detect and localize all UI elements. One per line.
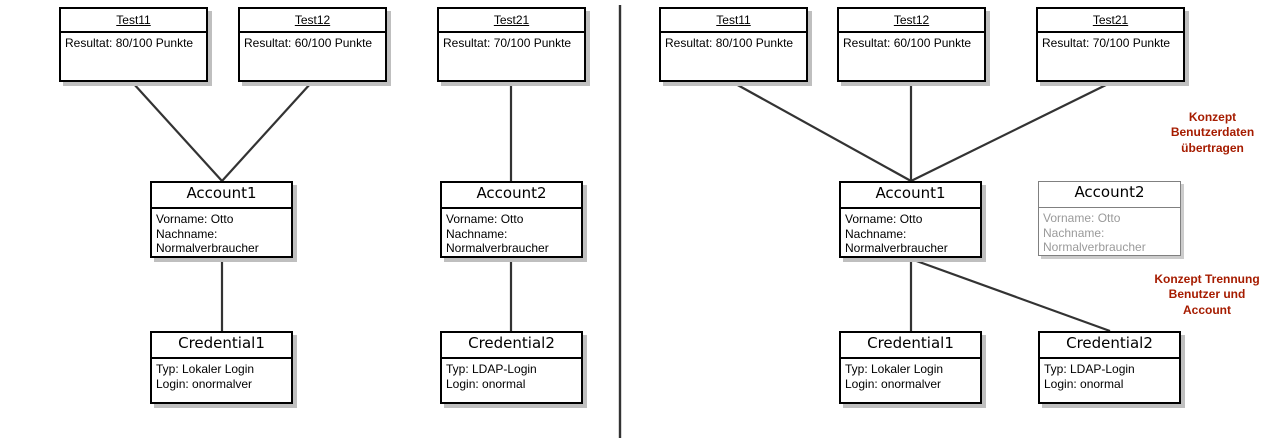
box-account1-right-title-text: Account1 bbox=[875, 184, 946, 202]
box-credential2-left-title: Credential2 bbox=[442, 333, 581, 359]
box-credential1-right-title-text: Credential1 bbox=[867, 334, 954, 352]
link-account1-credential2-right bbox=[910, 257, 1111, 333]
box-account1-left-title: Account1 bbox=[152, 183, 291, 209]
link-test21-account1-right bbox=[910, 82, 1111, 182]
box-test12-left-body: Resultat: 60/100 Punkte bbox=[244, 36, 373, 50]
box-test21-right-title: Test21 bbox=[1038, 9, 1183, 33]
box-account2-left-title-text: Account2 bbox=[476, 184, 547, 202]
box-account2-right-title-text: Account2 bbox=[1074, 183, 1145, 201]
box-credential1-left-title: Credential1 bbox=[152, 333, 291, 359]
annotation-konzept-trennung: Konzept Trennung Benutzer und Account bbox=[1154, 272, 1260, 317]
link-test12-account1-left bbox=[221, 82, 312, 182]
box-credential1-right-body: Typ: Lokaler Login Login: onormalver bbox=[845, 362, 944, 391]
box-account2-left-body: Vorname: Otto Nachname: Normalverbrauche… bbox=[446, 212, 549, 256]
box-account1-left-title-text: Account1 bbox=[186, 184, 257, 202]
box-credential2-right-body: Typ: LDAP-Login Login: onormal bbox=[1044, 362, 1135, 391]
box-test12-left-title: Test12 bbox=[240, 9, 385, 33]
box-test11-right-title-text: Test11 bbox=[716, 13, 751, 27]
box-credential2-left-body: Typ: LDAP-Login Login: onormal bbox=[446, 362, 537, 391]
box-account1-right-body: Vorname: Otto Nachname: Normalverbrauche… bbox=[845, 212, 948, 256]
box-test11-right-body: Resultat: 80/100 Punkte bbox=[665, 36, 794, 50]
box-account2-right-body: Vorname: Otto Nachname: Normalverbrauche… bbox=[1043, 211, 1146, 255]
box-credential2-right-title-text: Credential2 bbox=[1066, 334, 1153, 352]
box-test11-right-title: Test11 bbox=[661, 9, 806, 33]
box-account2-right-title: Account2 bbox=[1039, 182, 1180, 208]
box-account1-left-body: Vorname: Otto Nachname: Normalverbrauche… bbox=[156, 212, 259, 256]
box-credential2-left-title-text: Credential2 bbox=[468, 334, 555, 352]
box-credential2-right-title: Credential2 bbox=[1040, 333, 1179, 359]
box-test21-left-title-text: Test21 bbox=[493, 13, 530, 27]
box-credential1-right-title: Credential1 bbox=[841, 333, 980, 359]
box-test11-left-title-text: Test11 bbox=[116, 13, 151, 27]
link-test11-account1-right bbox=[733, 82, 912, 182]
box-account2-left-title: Account2 bbox=[442, 183, 581, 209]
box-credential1-left-body: Typ: Lokaler Login Login: onormalver bbox=[156, 362, 255, 391]
box-test21-left-title: Test21 bbox=[439, 9, 584, 33]
link-test11-account1-left bbox=[132, 82, 223, 182]
box-credential1-left-title-text: Credential1 bbox=[178, 334, 265, 352]
box-test21-right-body: Resultat: 70/100 Punkte bbox=[1042, 36, 1171, 50]
box-test11-left-title: Test11 bbox=[61, 9, 206, 33]
box-test21-right-title-text: Test21 bbox=[1092, 13, 1129, 27]
annotation-konzept-benutzerdaten: Konzept Benutzerdaten übertragen bbox=[1170, 110, 1255, 155]
box-test12-right-body: Resultat: 60/100 Punkte bbox=[843, 36, 972, 50]
box-test12-right-title-text: Test12 bbox=[893, 13, 930, 27]
box-test12-left-title-text: Test12 bbox=[294, 13, 331, 27]
box-test11-left-body: Resultat: 80/100 Punkte bbox=[65, 36, 194, 50]
box-test12-right-title: Test12 bbox=[839, 9, 984, 33]
box-account1-right-title: Account1 bbox=[841, 183, 980, 209]
box-test21-left-body: Resultat: 70/100 Punkte bbox=[443, 36, 572, 50]
